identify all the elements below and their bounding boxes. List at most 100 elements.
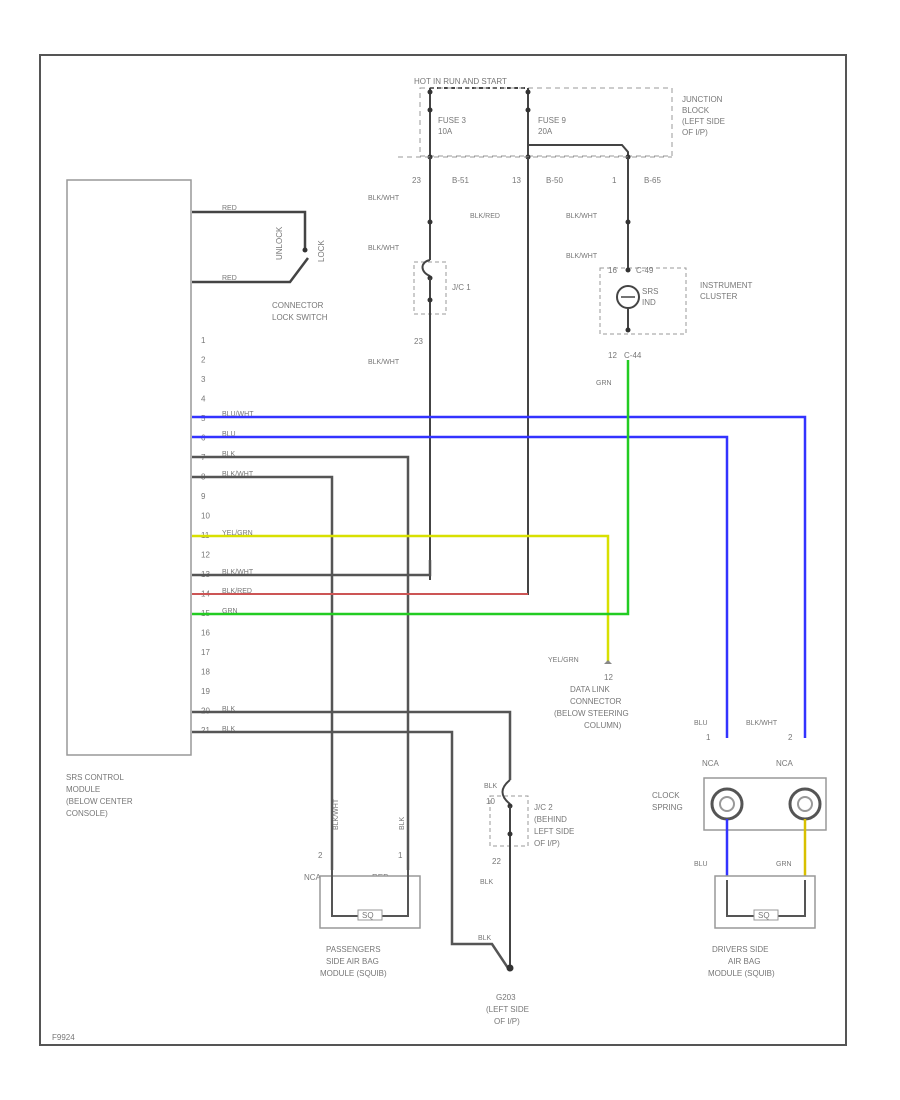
wire-label-p15: GRN	[222, 608, 238, 615]
pass-pin1: 1	[398, 851, 403, 860]
clock-spring: BLU BLK/WHT 1 2 NCA NCA CLOCK SPRING	[652, 720, 827, 831]
ic-conn-bot: C-44	[624, 351, 642, 360]
pass-desc-3: MODULE (SQUIB)	[320, 969, 387, 978]
cs-nca-1: NCA	[702, 759, 720, 768]
junction-block-desc: JUNCTION	[682, 95, 723, 104]
lock-label: LOCK	[317, 240, 326, 262]
ic-conn-top: C-49	[636, 266, 654, 275]
module-desc-2: MODULE	[66, 785, 100, 794]
wire-label-dlc: YEL/GRN	[548, 657, 579, 664]
wire-label-p6: BLU	[222, 431, 236, 438]
cs-pin2: 2	[788, 733, 793, 742]
wire-label-drv-grn: GRN	[776, 861, 792, 868]
pin-23: 23	[412, 176, 421, 185]
ic-desc-2: CLUSTER	[700, 292, 738, 301]
dlc-desc-3: (BELOW STEERING	[554, 709, 629, 718]
junction-block: HOT IN RUN AND START FUSE 3 10A FUSE 9 2…	[398, 77, 725, 185]
lock-switch-desc-2: LOCK SWITCH	[272, 313, 328, 322]
jc2-pin-top: 10	[486, 797, 495, 806]
diagram-frame	[39, 54, 847, 1046]
module-pin-4: 4	[201, 395, 206, 404]
wire-label-p13: BLK/WHT	[222, 569, 254, 576]
module-desc-4: CONSOLE)	[66, 809, 108, 818]
ic-desc: INSTRUMENT	[700, 281, 753, 290]
module-desc: SRS CONTROL	[66, 773, 124, 782]
conn-b51: B-51	[452, 176, 469, 185]
wire-label-p14: BLK/RED	[222, 588, 252, 595]
wire-label-p7: BLK	[222, 451, 236, 458]
wire-pin8-blk-wht	[192, 475, 334, 870]
ground-desc: (LEFT SIDE	[486, 1005, 529, 1014]
srs-lamp-label-2: IND	[642, 298, 656, 307]
wire-label-ic-grn: GRN	[596, 380, 612, 387]
module-pin-16: 16	[201, 629, 210, 638]
module-pin-3: 3	[201, 375, 206, 384]
jc2-connector: BLK 10 J/C 2 (BEHIND LEFT SIDE OF I/P) 2…	[478, 779, 574, 966]
wire-label-lock-red: RED	[222, 205, 237, 212]
fuse3-label: FUSE 3	[438, 116, 467, 125]
pin-13: 13	[512, 176, 521, 185]
conn-b65: B-65	[644, 176, 661, 185]
wire-label-jc1-out: BLK/WHT	[368, 359, 400, 366]
ic-pin-top: 16	[608, 266, 617, 275]
connector-lock-switch: RED RED UNLOCK LOCK CONNECTOR LOCK SWITC…	[192, 205, 328, 322]
driver-airbag-module: SQ DRIVERS SIDE AIR BAG MODULE (SQUIB)	[708, 875, 816, 978]
srs-lamp-label: SRS	[642, 287, 658, 296]
module-pin-9: 9	[201, 492, 206, 501]
module-pin-17: 17	[201, 648, 210, 657]
drv-squib: SQ	[758, 911, 770, 920]
dlc-desc: DATA LINK	[570, 685, 610, 694]
jc2-desc: (BEHIND	[534, 815, 567, 824]
wire-label-jb-blkwht: BLK/WHT	[368, 195, 400, 202]
wire-label-drv-blu: BLU	[694, 861, 708, 868]
dlc-pin: 12	[604, 673, 613, 682]
wire-label-p11: YEL/GRN	[222, 530, 253, 537]
fuse9-rating: 20A	[538, 127, 553, 136]
ground-name: G203	[496, 993, 516, 1002]
wire-label-cs-blu: BLU	[694, 720, 708, 727]
cs-label: CLOCK	[652, 791, 680, 800]
wire-label-jb-blkred: BLK/RED	[470, 213, 500, 220]
module-pin-2: 2	[201, 356, 206, 365]
lock-switch-desc: CONNECTOR	[272, 301, 324, 310]
data-link-connector: YEL/GRN 12 DATA LINK CONNECTOR (BELOW ST…	[548, 657, 629, 730]
drv-desc-3: MODULE (SQUIB)	[708, 969, 775, 978]
pass-nca: NCA	[304, 873, 322, 882]
ground-desc-2: OF I/P)	[494, 1017, 520, 1026]
wire-label-jc2-out: BLK	[480, 879, 494, 886]
drv-desc: DRIVERS SIDE	[712, 945, 768, 954]
junction-block-desc-2: BLOCK	[682, 106, 710, 115]
dlc-desc-4: COLUMN)	[584, 721, 622, 730]
jc1-pin: 23	[414, 337, 423, 346]
fuse9-label: FUSE 9	[538, 116, 567, 125]
module-pin-19: 19	[201, 687, 210, 696]
pass-squib: SQ	[362, 911, 374, 920]
pin-1: 1	[612, 176, 617, 185]
wire-label-pass-blkwht: BLK/WHT	[333, 798, 340, 830]
wire-label-p20: BLK	[222, 706, 236, 713]
pass-desc-2: SIDE AIR BAG	[326, 957, 379, 966]
instrument-cluster: 16 C-49 SRS IND INSTRUMENT CLUSTER 12 C-…	[596, 266, 753, 387]
cs-label-2: SPRING	[652, 803, 683, 812]
drv-desc-2: AIR BAG	[728, 957, 760, 966]
wire-pin5-blu-wht	[192, 415, 807, 738]
module-pin-18: 18	[201, 668, 210, 677]
wire-label-pass-blk: BLK	[399, 816, 406, 830]
ground-g203: G203 (LEFT SIDE OF I/P)	[486, 964, 529, 1026]
module-pin-1: 1	[201, 336, 206, 345]
wire-label-jb-blkwht-2: BLK/WHT	[566, 213, 598, 220]
wire-pin13-blk-wht	[192, 560, 432, 577]
wire-pin11-yel-grn	[192, 534, 610, 664]
unlock-label: UNLOCK	[275, 226, 284, 260]
cs-nca-2: NCA	[776, 759, 794, 768]
conn-b50: B-50	[546, 176, 563, 185]
hot-in-run-label: HOT IN RUN AND START	[414, 77, 507, 86]
jc1-label: J/C 1	[452, 283, 471, 292]
cs-pin1: 1	[706, 733, 711, 742]
wire-pin20-blk	[192, 710, 512, 780]
passenger-airbag-module: BLK/WHT BLK 2 1 NCA RED SQ PASSENGERS SI…	[304, 798, 421, 978]
wire-label-jc2-in: BLK	[484, 783, 498, 790]
module-pin-10: 10	[201, 512, 210, 521]
